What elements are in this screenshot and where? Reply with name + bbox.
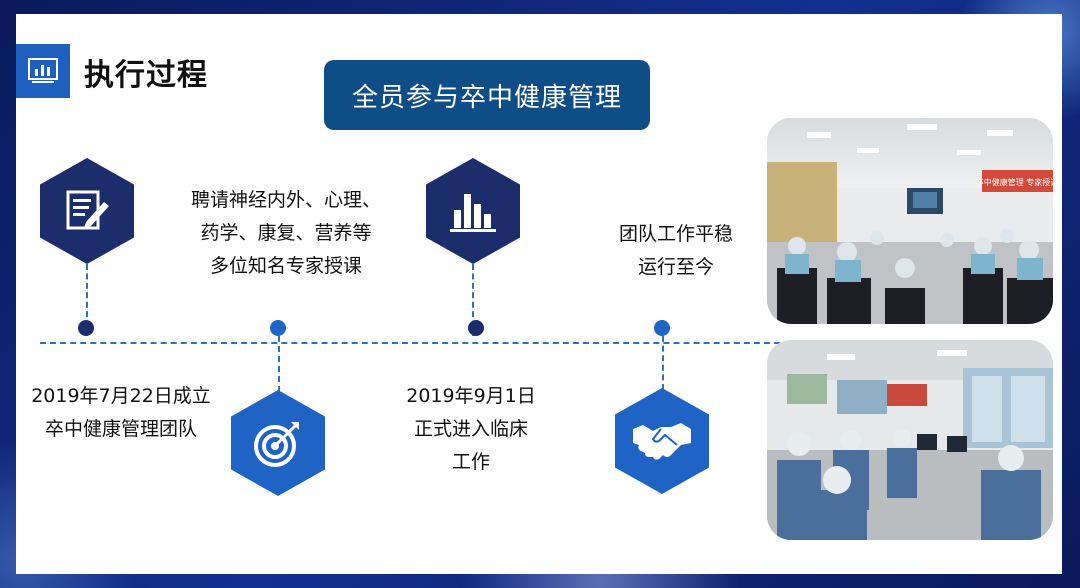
- banner-text: 全员参与卒中健康管理: [351, 82, 622, 113]
- classroom-photo: [767, 340, 1053, 540]
- milestone-2-dot: [270, 320, 286, 336]
- target-icon: [254, 422, 299, 467]
- milestone-3-text: 2019年9月1日 正式进入临床 工作: [406, 385, 536, 473]
- section-banner: 全员参与卒中健康管理: [324, 60, 650, 130]
- milestone-1-hex: [40, 158, 134, 264]
- slide: 执行过程 全员参与卒中健康管理 2019年7月22日成立 卒中健康管理团队 聘请…: [16, 14, 1062, 574]
- milestone-1-connector: [86, 264, 88, 336]
- milestone-4-dot: [654, 320, 670, 336]
- milestone-1-dot: [78, 320, 94, 336]
- milestone-4-hex: [615, 388, 709, 494]
- handshake-icon: [633, 423, 691, 460]
- page-title: 执行过程: [84, 58, 208, 93]
- milestone-2-text: 聘请神经内外、心理、 药学、康复、营养等 多位知名专家授课: [190, 189, 381, 277]
- lecture-photo: 卒中健康管理 专家授课: [767, 118, 1053, 324]
- milestone-3-dot: [468, 320, 484, 336]
- timeline-line: [40, 342, 780, 344]
- milestone-2-hex: [231, 390, 325, 496]
- document-edit-icon: [66, 190, 109, 230]
- bar-chart-icon: [28, 58, 58, 83]
- photo-sign-text: 卒中健康管理 专家授课: [976, 177, 1053, 187]
- milestone-3-connector: [472, 264, 474, 336]
- milestone-4-connector: [662, 336, 664, 390]
- milestone-2-connector: [278, 336, 280, 392]
- milestone-3-hex: [426, 158, 520, 264]
- milestone-4-text: 团队工作平稳 运行至今: [618, 223, 733, 278]
- title-badge: [16, 44, 70, 98]
- bar-chart-icon: [450, 194, 496, 232]
- milestone-1-text: 2019年7月22日成立 卒中健康管理团队: [31, 385, 211, 440]
